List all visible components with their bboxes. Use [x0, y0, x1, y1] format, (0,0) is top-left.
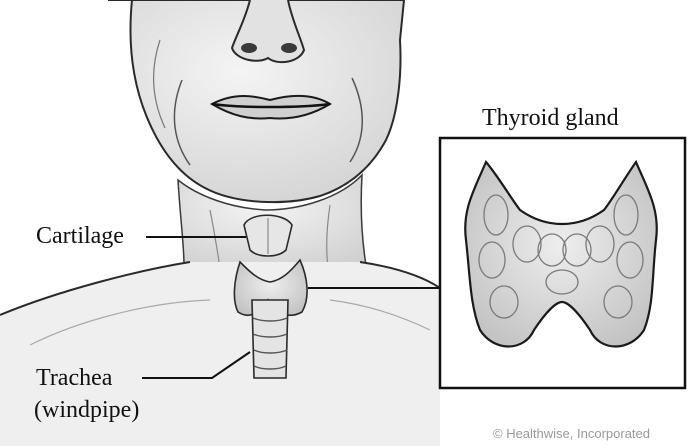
cartilage-shape — [244, 215, 292, 256]
copyright-credit: © Healthwise, Incorporated — [493, 426, 650, 442]
cartilage-label: Cartilage — [36, 222, 124, 250]
trachea-shape — [252, 300, 288, 378]
trachea-label: Trachea — [36, 364, 112, 392]
windpipe-label: (windpipe) — [34, 396, 139, 424]
thyroid-gland-label: Thyroid gland — [482, 104, 619, 132]
